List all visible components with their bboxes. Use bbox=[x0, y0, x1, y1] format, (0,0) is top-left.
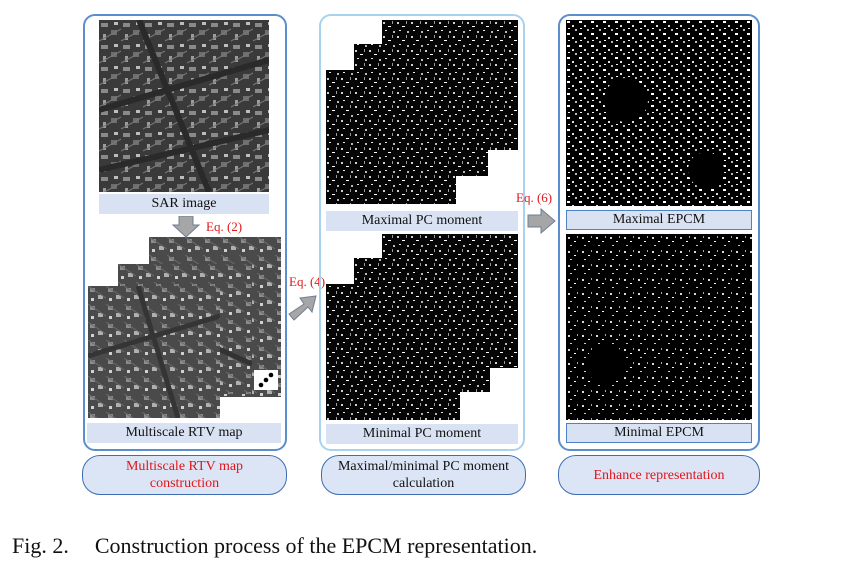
figure-number: Fig. 2. bbox=[12, 533, 69, 558]
sar-image bbox=[99, 20, 269, 192]
figure-caption: Fig. 2. Construction process of the EPCM … bbox=[12, 533, 537, 559]
stage-label-pc: Maximal/minimal PC moment calculation bbox=[321, 455, 526, 495]
max-epcm-image bbox=[566, 20, 752, 206]
rtv-map-caption: Multiscale RTV map bbox=[87, 423, 281, 443]
rtv-scale-1 bbox=[88, 286, 220, 418]
min-pc-moment-image bbox=[326, 234, 518, 420]
max-pc-moment-caption: Maximal PC moment bbox=[326, 211, 518, 231]
right-arrow-icon bbox=[527, 208, 556, 234]
more-scales-icon bbox=[254, 370, 278, 390]
eq4-label: Eq. (4) bbox=[289, 274, 326, 289]
diagonal-arrow-icon bbox=[288, 295, 317, 321]
eq2-label: Eq. (2) bbox=[206, 219, 243, 234]
min-epcm-image bbox=[566, 234, 752, 420]
more-scales-icon bbox=[492, 160, 514, 180]
stage-label-epcm: Enhance representation bbox=[558, 455, 760, 495]
max-epcm-caption: Maximal EPCM bbox=[566, 210, 752, 230]
eq6-label: Eq. (6) bbox=[516, 190, 553, 205]
stage-label-rtv: Multiscale RTV map construction bbox=[82, 455, 287, 495]
epcm-panel bbox=[558, 14, 760, 451]
min-pc-moment-caption: Minimal PC moment bbox=[326, 424, 518, 444]
more-scales-icon bbox=[492, 370, 514, 390]
sar-image-caption: SAR image bbox=[99, 194, 269, 214]
pc-panel bbox=[319, 14, 525, 451]
figure-caption-text: Construction process of the EPCM represe… bbox=[94, 533, 538, 558]
min-epcm-caption: Minimal EPCM bbox=[566, 423, 752, 443]
down-arrow-icon bbox=[172, 216, 200, 238]
max-pc-moment-image bbox=[326, 20, 518, 204]
rtv-panel bbox=[83, 14, 287, 451]
